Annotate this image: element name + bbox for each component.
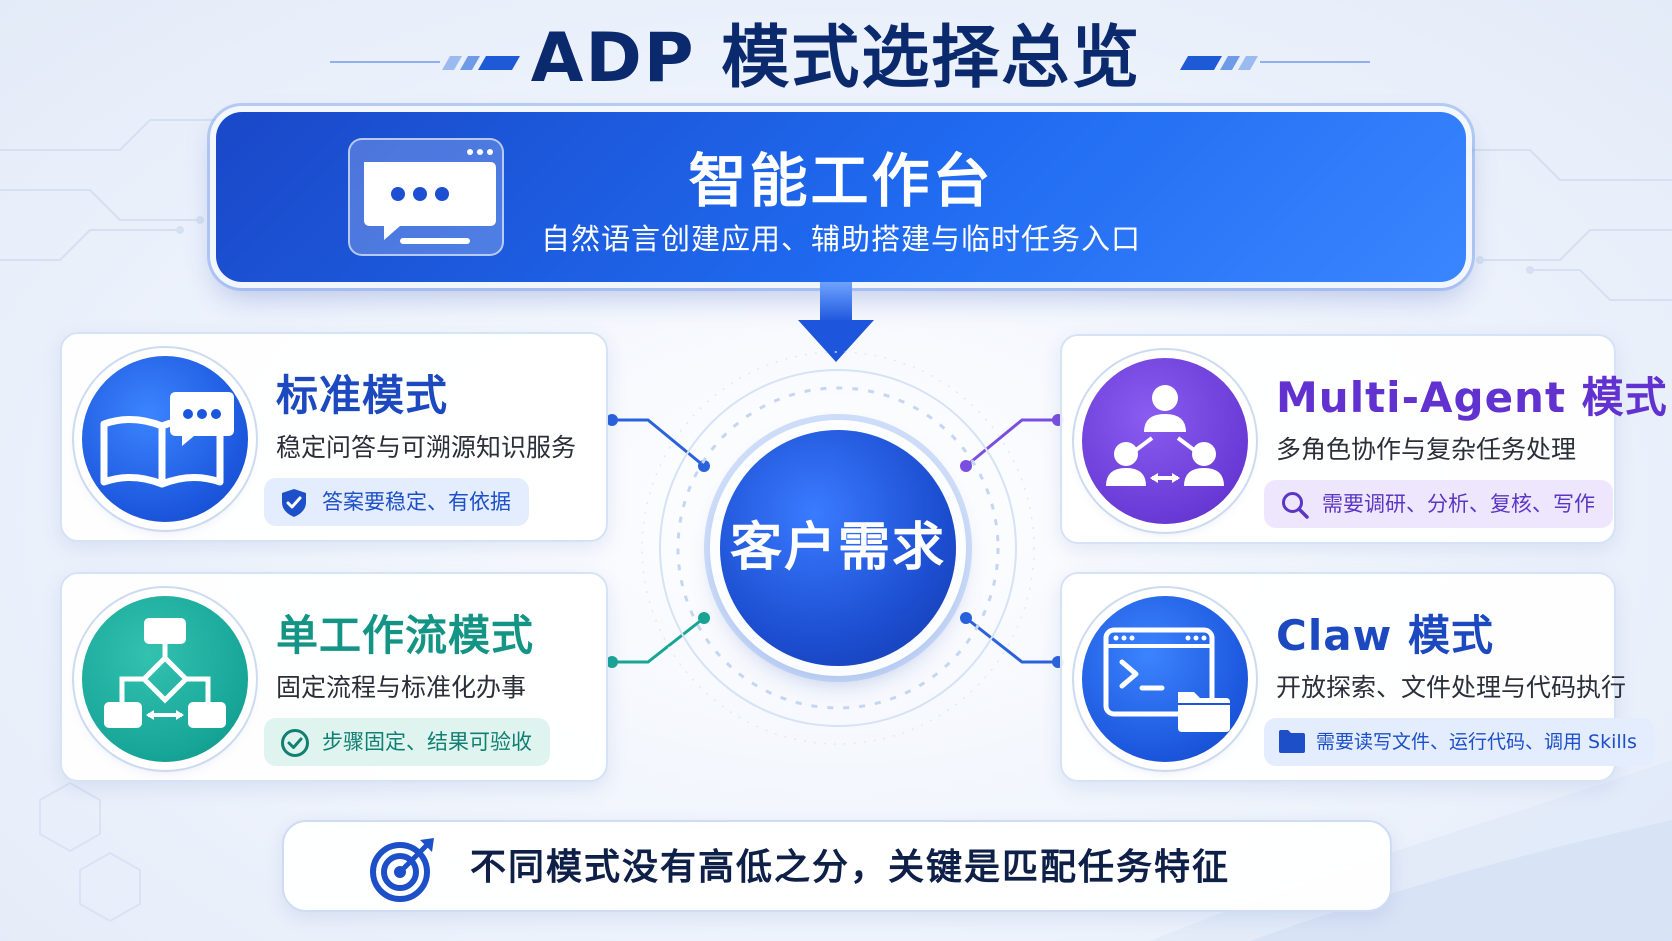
claw-mode-chip: 需要读写文件、运行代码、调用 Skills bbox=[1264, 718, 1655, 766]
workflow-mode-desc: 固定流程与标准化办事 bbox=[276, 673, 527, 702]
banner-subtitle: 自然语言创建应用、辅助搭建与临时任务入口 bbox=[540, 222, 1141, 256]
folder-icon bbox=[1279, 730, 1305, 753]
standard-mode-title: 标准模式 bbox=[276, 371, 449, 420]
multi-agent-mode-chip: 需要调研、分析、复核、写作 bbox=[1264, 480, 1613, 528]
standard-mode-chip-label: 答案要稳定、有依据 bbox=[322, 490, 511, 514]
workflow-mode-title: 单工作流模式 bbox=[276, 611, 535, 660]
standard-mode-chip: 答案要稳定、有依据 bbox=[264, 478, 529, 526]
multi-agent-mode-card[interactable]: Multi-Agent 模式 多角色协作与复杂任务处理 需要调研、分析、复核、写… bbox=[1060, 334, 1667, 544]
book-chat-icon bbox=[82, 356, 248, 522]
center-rings bbox=[641, 351, 1035, 745]
chat-window-icon bbox=[348, 138, 504, 256]
bottom-summary-text: 不同模式没有高低之分，关键是匹配任务特征 bbox=[470, 847, 1231, 888]
search-icon bbox=[1282, 492, 1309, 519]
multi-agent-mode-title: Multi-Agent 模式 bbox=[1276, 373, 1668, 422]
multi-agent-mode-desc: 多角色协作与复杂任务处理 bbox=[1276, 435, 1577, 464]
title-decoration-right bbox=[1180, 56, 1370, 70]
standard-mode-card[interactable]: 标准模式 稳定问答与可溯源知识服务 答案要稳定、有依据 bbox=[60, 332, 608, 542]
smart-workbench-banner[interactable]: 智能工作台 自然语言创建应用、辅助搭建与临时任务入口 bbox=[216, 112, 1466, 282]
workflow-mode-card[interactable]: 单工作流模式 固定流程与标准化办事 步骤固定、结果可验收 bbox=[60, 572, 608, 782]
multi-agent-mode-chip-label: 需要调研、分析、复核、写作 bbox=[1322, 492, 1595, 516]
workflow-mode-chip: 步骤固定、结果可验收 bbox=[264, 718, 550, 766]
standard-mode-desc: 稳定问答与可溯源知识服务 bbox=[276, 433, 577, 462]
terminal-folder-icon bbox=[1082, 596, 1248, 762]
bottom-summary-banner: 不同模式没有高低之分，关键是匹配任务特征 bbox=[282, 820, 1392, 912]
target-icon bbox=[370, 838, 434, 902]
flowchart-icon bbox=[82, 596, 248, 762]
down-arrow-icon bbox=[798, 282, 874, 362]
shield-check-icon bbox=[282, 489, 306, 517]
workflow-mode-chip-label: 步骤固定、结果可验收 bbox=[322, 730, 532, 754]
people-network-icon bbox=[1082, 358, 1248, 524]
claw-mode-card[interactable]: Claw 模式 开放探索、文件处理与代码执行 需要读写文件、运行代码、调用 Sk… bbox=[1060, 572, 1655, 782]
page-title: ADP 模式选择总览 bbox=[530, 19, 1142, 98]
claw-mode-desc: 开放探索、文件处理与代码执行 bbox=[1276, 673, 1627, 702]
customer-demand-node[interactable]: 客户需求 bbox=[720, 430, 956, 666]
title-decoration-left bbox=[330, 56, 520, 70]
claw-mode-chip-label: 需要读写文件、运行代码、调用 Skills bbox=[1316, 731, 1637, 753]
banner-title: 智能工作台 bbox=[688, 147, 994, 215]
claw-mode-title: Claw 模式 bbox=[1276, 611, 1494, 660]
check-circle-icon bbox=[281, 729, 309, 757]
